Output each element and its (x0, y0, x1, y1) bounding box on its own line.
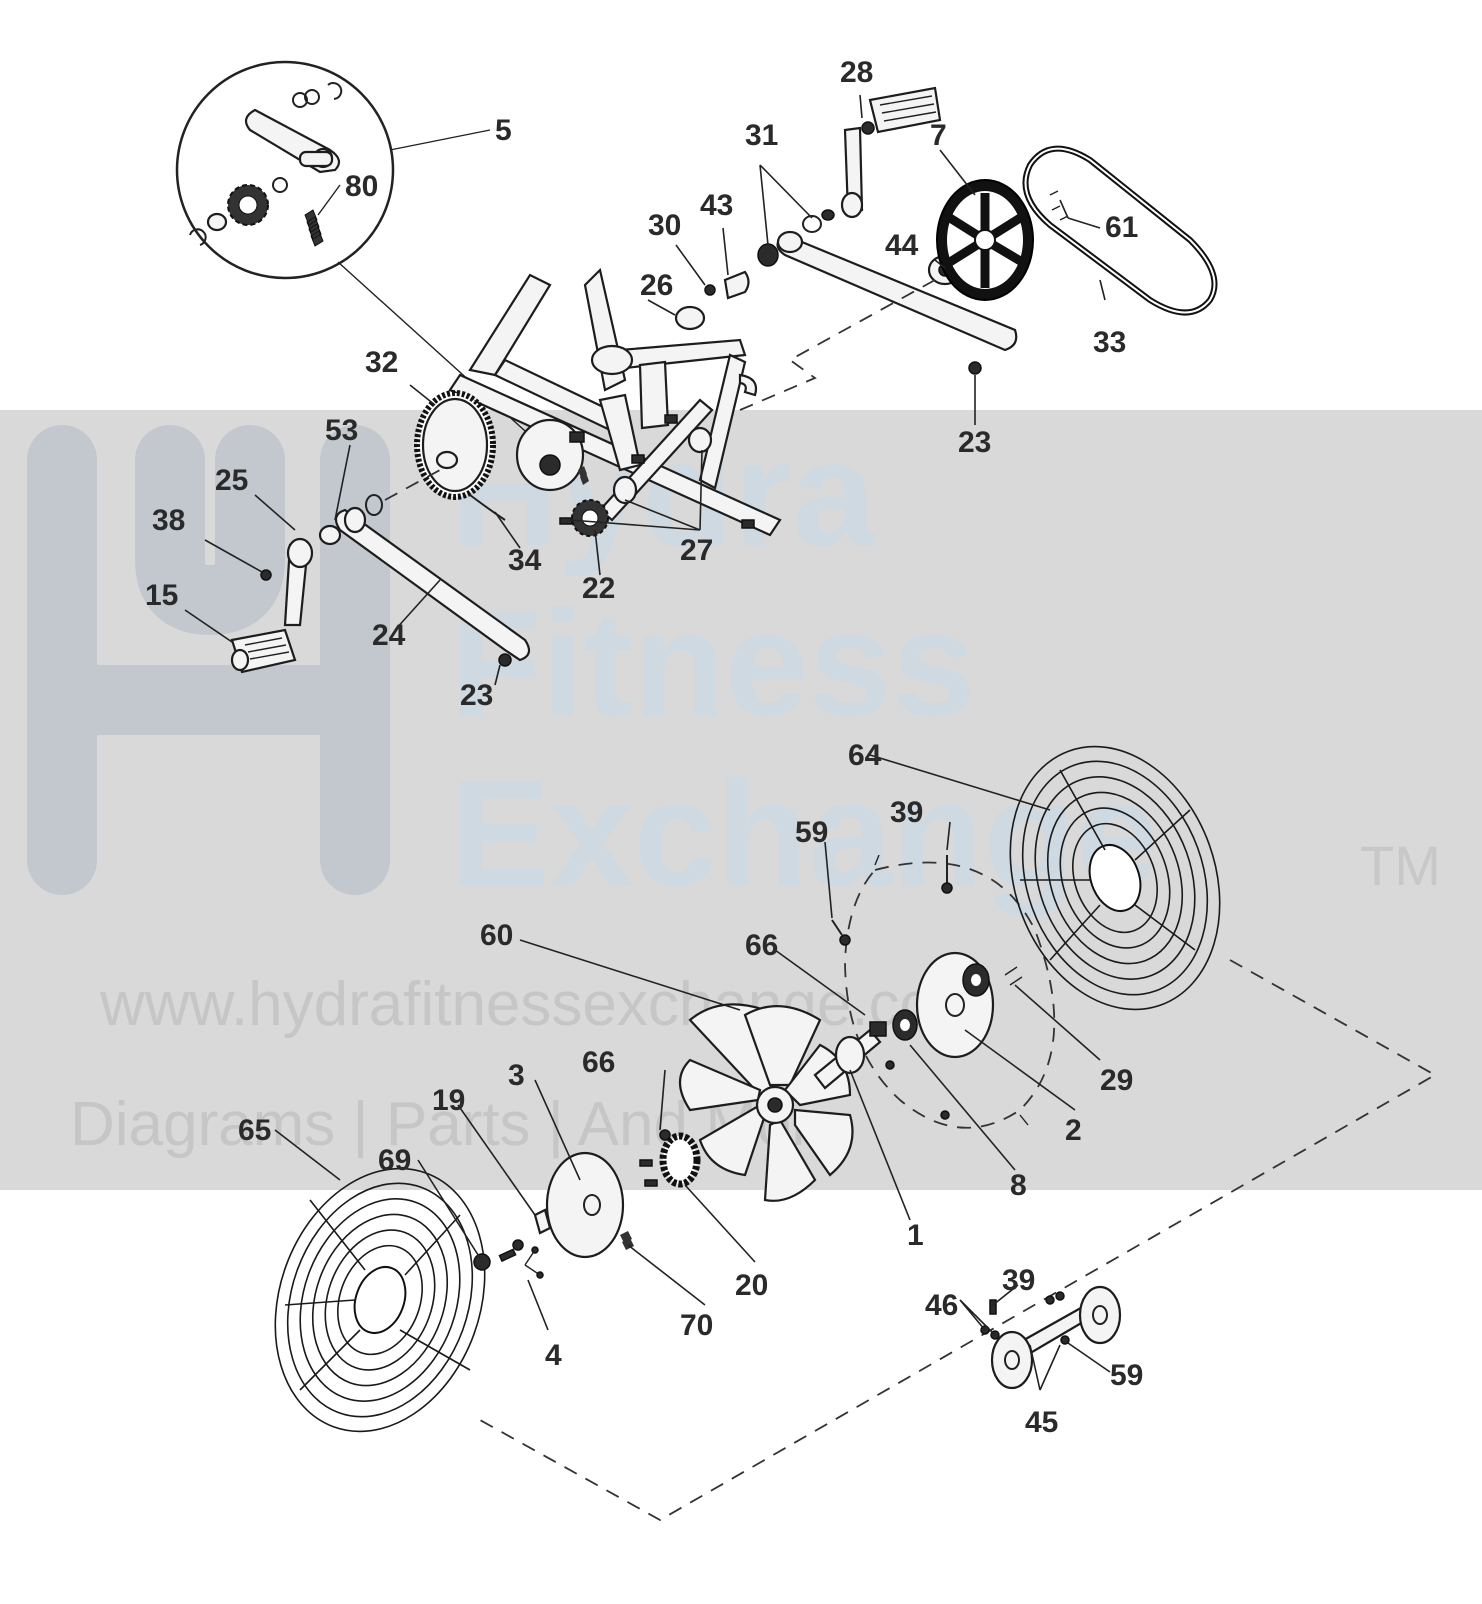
callout-53: 53 (325, 414, 358, 447)
fan-hub-plates (545, 1129, 701, 1259)
callout-61: 61 (1105, 211, 1138, 244)
callout-3: 3 (508, 1059, 525, 1092)
callout-33: 33 (1093, 326, 1126, 359)
callout-43: 43 (700, 189, 733, 222)
watermark-url: www.hydrafitnessexchange.com (99, 970, 986, 1039)
callout-66-left: 66 (582, 1046, 615, 1079)
callout-66-right: 66 (745, 929, 778, 962)
callout-8: 8 (1010, 1169, 1027, 1202)
axis-line-right (739, 279, 936, 411)
callout-32: 32 (365, 346, 398, 379)
callout-24: 24 (372, 619, 406, 652)
callout-20: 20 (735, 1269, 768, 1302)
callout-19: 19 (432, 1084, 465, 1117)
callout-4: 4 (545, 1339, 562, 1372)
callout-5: 5 (495, 114, 512, 147)
main-frame (448, 267, 782, 537)
callout-45: 45 (1025, 1406, 1058, 1439)
callout-28: 28 (840, 56, 873, 89)
right-grille (1009, 745, 1221, 1011)
callout-labels: 5 80 28 7 31 43 30 26 44 61 33 23 32 53 … (145, 56, 1143, 1439)
callout-38: 38 (152, 504, 185, 537)
callout-69: 69 (378, 1144, 411, 1177)
callout-7: 7 (930, 119, 947, 152)
callout-60: 60 (480, 919, 513, 952)
left-crank-arm (318, 494, 531, 662)
drive-assembly (175, 60, 1218, 674)
axis-line-left (384, 469, 441, 501)
callout-22: 22 (582, 572, 615, 605)
callout-39-wheel: 39 (1002, 1264, 1035, 1297)
callout-39-fan: 39 (890, 796, 923, 829)
callout-15: 15 (145, 579, 178, 612)
callout-29: 29 (1100, 1064, 1133, 1097)
watermark-line2: Fitness (450, 579, 975, 747)
bearing-set (559, 426, 713, 537)
callout-80: 80 (345, 170, 378, 203)
fan-fasteners (831, 854, 1029, 1126)
fan-dash-circle (844, 861, 1056, 1129)
pulley-assembly (927, 179, 1034, 301)
callout-65: 65 (238, 1114, 271, 1147)
shaft-bearings (892, 951, 1023, 1059)
drive-sprocket (414, 390, 506, 521)
left-grille (274, 1167, 486, 1433)
callout-25: 25 (215, 464, 248, 497)
callout-30: 30 (648, 209, 681, 242)
left-pedal-assembly (230, 537, 512, 674)
callout-26: 26 (640, 269, 673, 302)
callout-64: 64 (848, 739, 882, 772)
watermark-trademark: TM (1360, 834, 1441, 897)
callout-31: 31 (745, 119, 778, 152)
callout-23-top: 23 (958, 426, 991, 459)
drive-belt (1022, 145, 1218, 316)
callout-34: 34 (508, 544, 542, 577)
watermark: Hydra Fitness Exchange TM www.hydrafitne… (0, 409, 1482, 1190)
leader-5 (389, 129, 491, 151)
callout-1: 1 (907, 1219, 924, 1252)
callout-59-fan: 59 (795, 816, 828, 849)
callout-46: 46 (925, 1289, 958, 1322)
idler-detail-circle (175, 60, 395, 280)
left-hardware (473, 1208, 552, 1279)
transport-wheels (980, 1285, 1122, 1390)
fan-assembly (274, 745, 1437, 1522)
callout-23-left: 23 (460, 679, 493, 712)
leader-lines (184, 94, 1111, 1391)
callout-2: 2 (1065, 1114, 1082, 1147)
right-crank-assembly (674, 86, 1018, 352)
watermark-line3: Exchange (450, 749, 1159, 917)
fan-shaft (813, 1021, 887, 1090)
callout-59-wheel: 59 (1110, 1359, 1143, 1392)
callout-44: 44 (885, 229, 919, 262)
callout-70: 70 (680, 1309, 713, 1342)
callout-27: 27 (680, 534, 713, 567)
idler-assembly (515, 418, 589, 492)
